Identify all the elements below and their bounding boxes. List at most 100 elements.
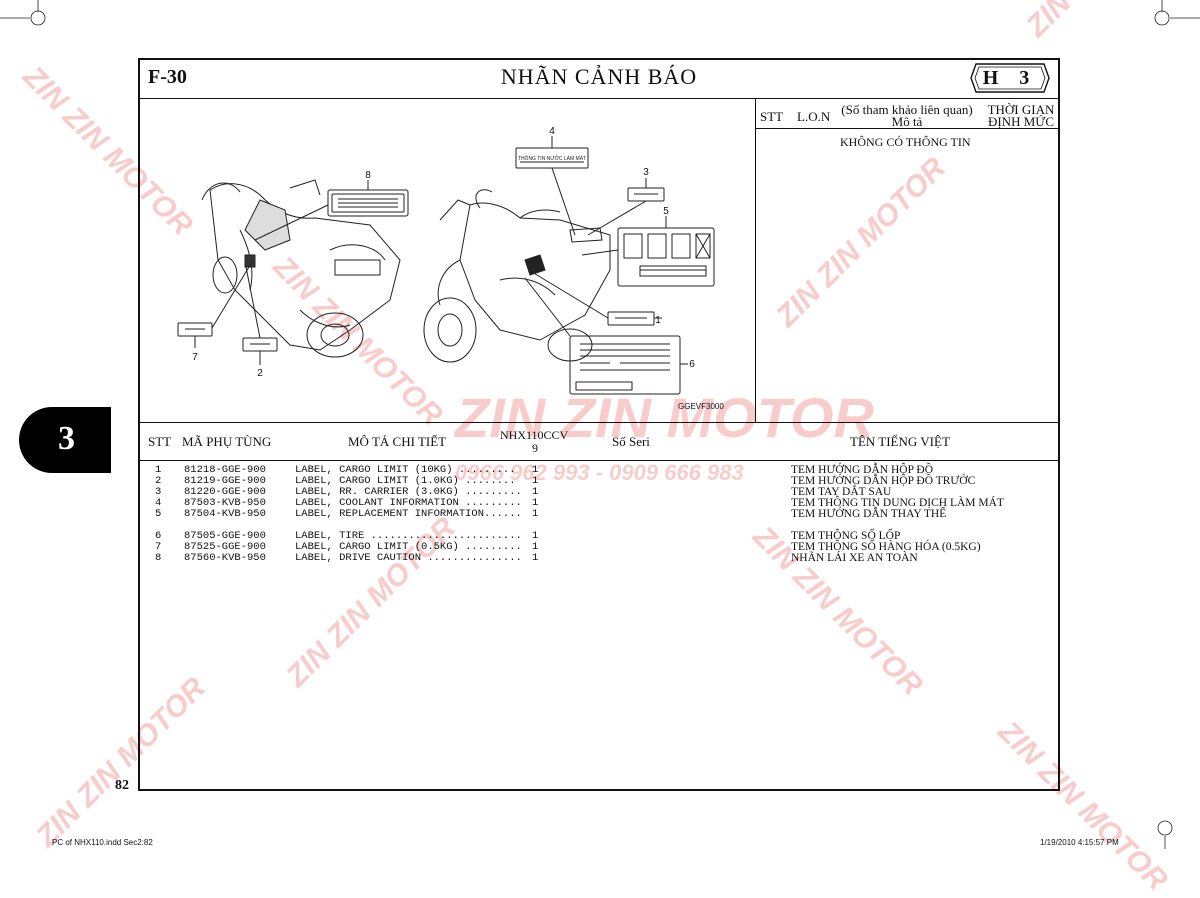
col-serial: Số Seri [612, 434, 650, 449]
row-viet: TEM HƯỚNG DẪN HỘP ĐỒ TRƯỚC [791, 475, 976, 487]
callout-3: 3 [643, 167, 649, 178]
ref-lon-header: L.O.N [797, 109, 831, 124]
table-row: 5 87504-KVB-950 LABEL, REPLACEMENT INFOR… [138, 508, 1060, 520]
row-desc: LABEL, DRIVE CAUTION ............... [295, 552, 522, 564]
row-stt: 7 [155, 541, 162, 553]
row-part-no: 87560-KVB-950 [184, 552, 266, 564]
table-row: 2 81219-GGE-900 LABEL, CARGO LIMIT (1.0K… [138, 475, 1060, 487]
row-qty: 1 [532, 530, 539, 542]
label-3-graphic [587, 178, 665, 236]
label-6-graphic [524, 277, 688, 395]
label-1-graphic [531, 271, 662, 326]
callout-2: 2 [257, 368, 263, 379]
row-stt: 6 [155, 530, 162, 542]
row-qty: 1 [532, 508, 539, 520]
watermark-phone-center: 0966 962 993 - 0909 666 983 [455, 460, 744, 485]
ref-time-header-2: ĐỊNH MỨC [987, 114, 1055, 129]
section-number: 3 [58, 420, 75, 457]
row-stt: 8 [155, 552, 162, 564]
row-desc: LABEL, CARGO LIMIT (1.0KG) ........ [295, 475, 516, 487]
row-desc: LABEL, RR. CARRIER (3.0KG) ......... [295, 486, 522, 498]
row-part-no: 81220-GGE-900 [184, 486, 266, 498]
col-stt: STT [148, 434, 172, 449]
page-number: 82 [115, 778, 129, 793]
group-badge-frame [970, 63, 1050, 93]
callout-4: 4 [549, 126, 555, 137]
row-stt: 3 [155, 486, 162, 498]
row-qty: 1 [532, 552, 539, 564]
row-viet: TEM THÔNG TIN DUNG DỊCH LÀM MÁT [791, 497, 1004, 509]
label-4-graphic [515, 136, 589, 236]
row-part-no: 81219-GGE-900 [184, 475, 266, 487]
row-desc: LABEL, REPLACEMENT INFORMATION...... [295, 508, 522, 520]
crop-marks [0, 0, 1200, 849]
watermark-brand-center: ZIN ZIN MOTOR [455, 386, 874, 449]
callout-1: 1 [655, 315, 661, 326]
table-row: 8 87560-KVB-950 LABEL, DRIVE CAUTION ...… [138, 552, 1060, 564]
col-model-qty: 9 [532, 441, 538, 455]
row-stt: 4 [155, 497, 162, 509]
row-stt: 2 [155, 475, 162, 487]
ref-empty-note: KHÔNG CÓ THÔNG TIN [840, 135, 971, 149]
table-row: 1 81218-GGE-900 LABEL, CARGO LIMIT (10KG… [138, 464, 1060, 476]
row-qty: 1 [532, 541, 539, 553]
col-part-no: MÃ PHỤ TÙNG [182, 434, 272, 449]
row-part-no: 81218-GGE-900 [184, 464, 266, 476]
table-row: 4 87503-KVB-950 LABEL, COOLANT INFORMATI… [138, 497, 1060, 509]
table-row: 6 87505-GGE-900 LABEL, TIRE ............… [138, 530, 1060, 542]
figure-image-code: GGEVF3000 [678, 402, 724, 411]
row-desc: LABEL, TIRE ........................ [295, 530, 522, 542]
row-qty: 1 [532, 464, 539, 476]
callout-7: 7 [192, 352, 198, 363]
ref-header-divider [755, 128, 1060, 129]
label-5-graphic [581, 216, 715, 287]
callout-8: 8 [365, 170, 371, 181]
figure-divider [138, 422, 1060, 423]
row-stt: 1 [155, 464, 162, 476]
table-row: 7 87525-GGE-900 LABEL, CARGO LIMIT (0.5K… [138, 541, 1060, 553]
page-title: NHÃN CẢNH BÁO [500, 64, 698, 89]
callout-5: 5 [663, 206, 669, 217]
scooter-front-view [423, 189, 611, 363]
row-part-no: 87503-KVB-950 [184, 497, 266, 509]
row-part-no: 87504-KVB-950 [184, 508, 266, 520]
label-4-text: THÔNG TIN NƯỚC LÀM MÁT [518, 155, 586, 162]
row-qty: 1 [532, 497, 539, 509]
page-frame [138, 58, 1060, 791]
footer-file-info: PC of NHX110.indd Sec2:82 [52, 838, 153, 847]
footer-timestamp: 1/19/2010 4:15:57 PM [1040, 838, 1119, 847]
scooter-rear-view [201, 179, 401, 358]
callout-6: 6 [689, 359, 695, 370]
col-description: MÔ TẢ CHI TIẾT [348, 434, 447, 449]
group-badge: H 3 [982, 67, 1038, 89]
row-qty: 1 [532, 475, 539, 487]
row-viet: NHÃN LÁI XE AN TOÀN [791, 552, 918, 564]
label-8-graphic [254, 180, 409, 241]
row-viet: TEM THÔNG SỐ HÀNG HÓA (0.5KG) [791, 541, 981, 553]
row-desc: LABEL, COOLANT INFORMATION ......... [295, 497, 522, 509]
row-viet: TEM HƯỚNG DẪN HỘP ĐỒ [791, 464, 934, 476]
title-divider [138, 98, 1060, 99]
row-viet: TEM THÔNG SỐ LỐP [791, 530, 901, 542]
ref-time-header: THỜI GIAN [987, 102, 1055, 117]
label-7-graphic [177, 261, 253, 348]
row-viet: TEM HƯỚNG DẪN THAY THẾ [791, 508, 947, 520]
row-desc: LABEL, CARGO LIMIT (10KG) ......... [295, 464, 516, 476]
label-location-diagram: THÔNG TIN NƯỚC LÀM MÁT 8 7 2 4 3 5 1 6 [177, 126, 715, 395]
row-stt: 5 [155, 508, 162, 520]
parts-header-divider [138, 460, 1060, 461]
table-row: 3 81220-GGE-900 LABEL, RR. CARRIER (3.0K… [138, 486, 1060, 498]
figure-ref-divider [755, 98, 756, 422]
row-desc: LABEL, CARGO LIMIT (0.5KG) ......... [295, 541, 522, 553]
row-qty: 1 [532, 486, 539, 498]
ref-desc-header: Mô tả [891, 114, 923, 129]
ref-stt-header: STT [760, 109, 784, 124]
row-viet: TEM TAY DẮT SAU [791, 486, 892, 498]
section-tab [19, 407, 111, 473]
row-part-no: 87505-GGE-900 [184, 530, 266, 542]
col-model: NHX110CCV [500, 428, 569, 442]
label-2-graphic [242, 261, 278, 365]
col-vietnamese: TÊN TIẾNG VIỆT [850, 434, 950, 449]
row-part-no: 87525-GGE-900 [184, 541, 266, 553]
figure-code: F-30 [148, 66, 187, 88]
